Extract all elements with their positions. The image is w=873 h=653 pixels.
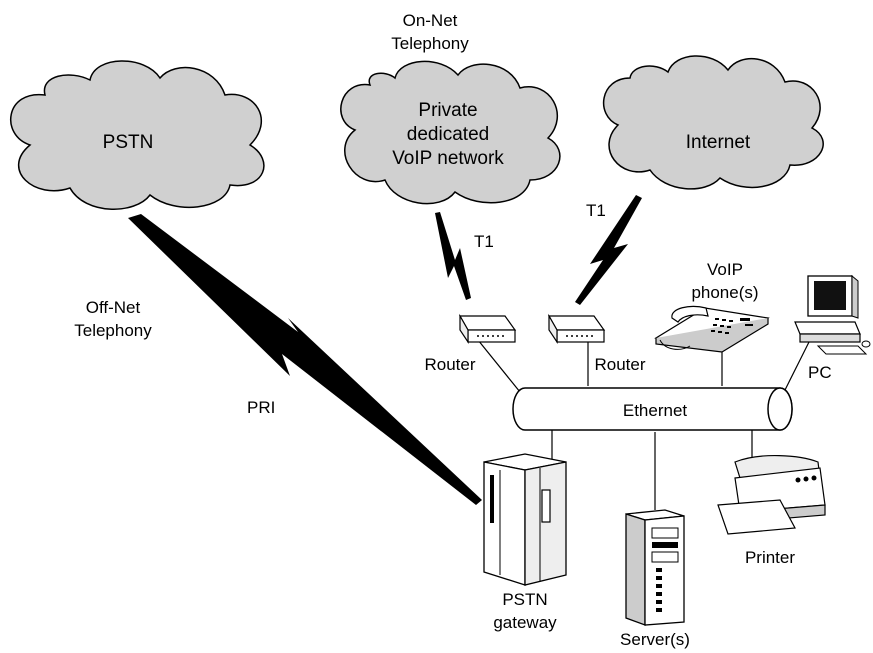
voip-phone-label-2: phone(s) — [691, 283, 758, 302]
t1-label-private: T1 — [474, 232, 494, 251]
t1-link-private: T1 — [435, 212, 494, 300]
printer-icon — [717, 455, 826, 535]
cloud-pstn: PSTN — [10, 60, 265, 210]
t1-link-internet: T1 — [575, 195, 642, 305]
cloud-pstn-label: PSTN — [103, 132, 154, 153]
on-net-label-2: Telephony — [391, 34, 469, 53]
router-2: Router — [547, 313, 646, 374]
gateway-icon — [483, 453, 567, 586]
pstn-gateway-label-2: gateway — [493, 613, 557, 632]
pri-link: PRI — [128, 214, 482, 505]
pstn-gateway-label-1: PSTN — [502, 590, 547, 609]
server-label: Server(s) — [620, 630, 690, 649]
router-1-label: Router — [424, 355, 475, 374]
voip-phone: VoIP phone(s) — [654, 260, 770, 353]
pc: PC — [794, 274, 871, 382]
ethernet-bus: Ethernet — [512, 387, 793, 431]
cloud-private-label-2: dedicated — [407, 124, 489, 145]
phone-icon — [654, 305, 770, 353]
pri-label: PRI — [247, 398, 275, 417]
pc-label: PC — [808, 363, 832, 382]
cloud-private-label-3: VoIP network — [392, 148, 504, 169]
pstn-gateway: PSTN gateway — [483, 453, 567, 632]
router-icon — [547, 313, 606, 344]
off-net-label-1: Off-Net — [86, 298, 141, 317]
printer: Printer — [717, 455, 826, 567]
off-net-label-2: Telephony — [74, 321, 152, 340]
cloud-private-voip: Private dedicated VoIP network — [340, 60, 561, 205]
router-2-label: Router — [594, 355, 645, 374]
pc-icon — [794, 274, 871, 355]
cloud-internet-label: Internet — [686, 132, 751, 153]
cloud-private-label-1: Private — [418, 100, 477, 121]
router-icon — [458, 313, 517, 344]
printer-label: Printer — [745, 548, 795, 567]
ethernet-label: Ethernet — [623, 401, 688, 420]
router-1: Router — [424, 313, 517, 374]
server: Server(s) — [620, 509, 690, 649]
t1-label-internet: T1 — [586, 201, 606, 220]
server-icon — [625, 509, 685, 626]
voip-phone-label-1: VoIP — [707, 260, 743, 279]
on-net-label-1: On-Net — [403, 11, 458, 30]
cloud-internet: Internet — [602, 55, 824, 190]
